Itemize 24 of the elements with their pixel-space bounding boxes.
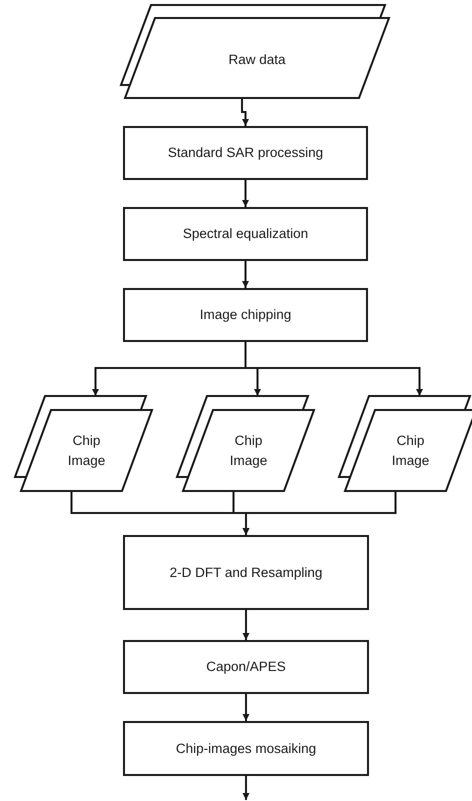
arrow xyxy=(242,776,250,800)
process-box xyxy=(123,535,369,610)
process-box xyxy=(123,640,369,694)
node-label: Image chipping xyxy=(200,306,292,324)
node-label: Standard SAR processing xyxy=(168,144,324,162)
node-label: Raw data xyxy=(228,50,286,69)
node-label: Chip Image xyxy=(390,432,430,470)
process-box xyxy=(123,288,368,342)
node-label: Chip-images mosaiking xyxy=(176,740,316,758)
arrow xyxy=(242,261,249,288)
arrow xyxy=(241,98,249,126)
node-label: Spectral equalization xyxy=(182,225,308,244)
process-box xyxy=(123,207,368,261)
arrow xyxy=(242,491,396,535)
process-box xyxy=(123,126,368,180)
node-label: Chip Image xyxy=(228,432,268,470)
node-label: Capon/APES xyxy=(206,658,286,676)
node-label: 2-D DFT and Resampling xyxy=(170,564,322,582)
process-box xyxy=(123,721,369,776)
arrow xyxy=(242,610,250,640)
node-label: Chip Image xyxy=(66,432,106,470)
arrow xyxy=(242,694,250,721)
arrow xyxy=(242,180,249,207)
arrow xyxy=(244,342,423,396)
